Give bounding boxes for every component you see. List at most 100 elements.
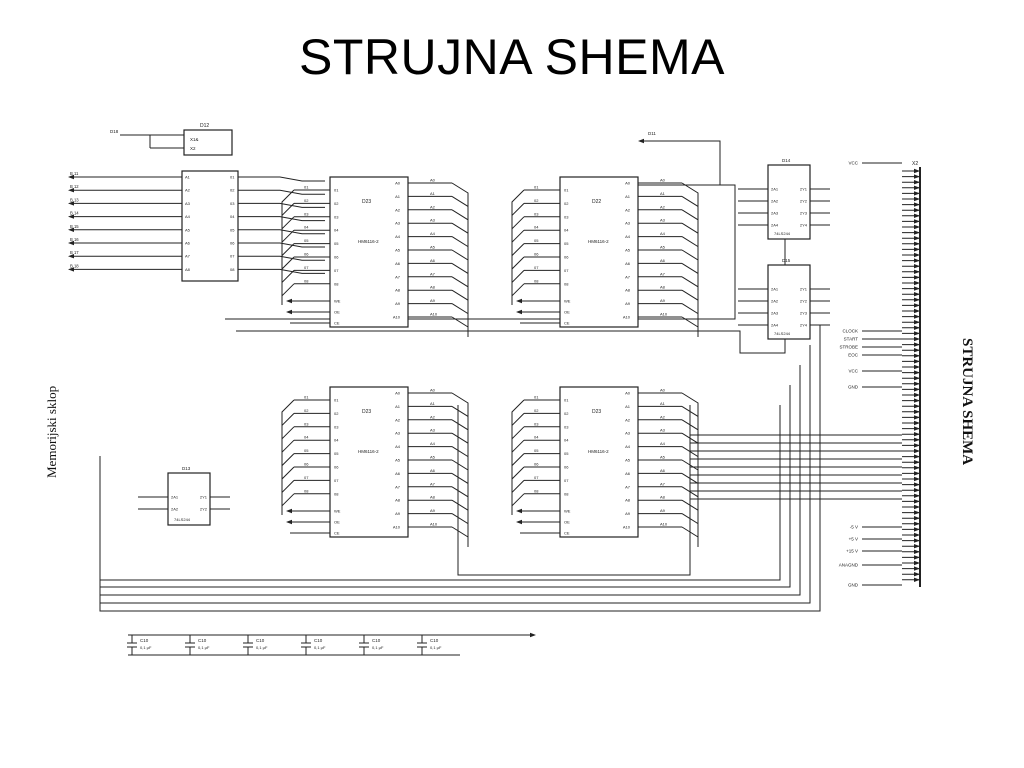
arrow-left-icon — [516, 309, 522, 315]
chip-part-label: 74LS244 — [774, 331, 791, 336]
arrow-right-icon — [914, 325, 920, 330]
chip-d12-gate — [183, 129, 233, 156]
arrow-right-icon — [914, 168, 920, 174]
address-label: A2 — [660, 414, 666, 419]
arrow-right-icon — [914, 331, 920, 336]
chip-part-label: 74LS244 — [174, 517, 191, 522]
chip-pin-label: A5 — [185, 227, 191, 232]
data-label: 03 — [534, 421, 539, 426]
bus-signal-label: B 18 — [70, 263, 79, 268]
chip-pin-label: 2Y4 — [800, 223, 808, 228]
arrow-right-icon — [914, 398, 920, 403]
address-label: A6 — [660, 468, 666, 473]
data-label: 06 — [304, 252, 309, 257]
arrow-right-icon — [914, 420, 920, 426]
control-bus-line — [225, 184, 736, 320]
bus-signal-label: B 14 — [70, 211, 79, 216]
arrow-right-icon — [914, 230, 920, 235]
chip-pin-label: OE — [334, 520, 340, 525]
chip-pin-label: 01 — [564, 398, 569, 403]
chip-pin-label: A10 — [623, 525, 631, 530]
bus-signal-label: B 11 — [70, 171, 79, 176]
arrow-right-icon — [914, 448, 920, 454]
chip-pin-label: 2A3 — [771, 211, 779, 216]
chip-pin-label: 01 — [230, 175, 235, 180]
arrow-right-icon — [914, 180, 920, 185]
address-label: A9 — [430, 508, 436, 513]
chip-pin-label: A2 — [625, 207, 631, 212]
chip-d12-buffer — [181, 170, 239, 282]
chip-pin-label: OE — [564, 310, 570, 315]
address-bus-line — [681, 316, 699, 337]
data-label: 04 — [534, 225, 539, 230]
connector-signal-label: VCC — [848, 369, 858, 374]
arrow-right-icon — [914, 185, 920, 190]
chip-pin-label: A5 — [395, 458, 401, 463]
chip-pin-label: A7 — [625, 274, 631, 279]
chip-pin-label: 04 — [230, 214, 235, 219]
chip-buffer-d14 — [767, 164, 811, 240]
chip-pin-label: X2 — [190, 146, 196, 151]
chip-pin-label: A7 — [395, 484, 401, 489]
chip-pin-label: A1 — [625, 404, 631, 409]
chip-part-label: 74LS244 — [774, 231, 791, 236]
chip-buffer-d15 — [767, 264, 811, 340]
chip-pin-label: A6 — [185, 241, 191, 246]
data-label: 01 — [304, 395, 309, 400]
chip-pin-label: A8 — [625, 288, 631, 293]
arrow-right-icon — [914, 516, 920, 521]
chip-part-label: HM6116-2 — [588, 449, 609, 454]
chip-pin-label: A7 — [395, 274, 401, 279]
chip-pin-label: 2A1 — [171, 495, 179, 500]
arrow-right-icon — [914, 572, 920, 577]
address-label: A8 — [660, 495, 666, 500]
chip-pin-label: A2 — [395, 417, 401, 422]
chip-pin-label: 07 — [564, 478, 569, 483]
chip-pin-label: 2Y2 — [800, 299, 808, 304]
chip-label: D23 — [362, 199, 371, 205]
chip-pin-label: WE — [564, 509, 571, 514]
address-label: A1 — [430, 401, 436, 406]
chip-pin-label: 2A4 — [771, 323, 779, 328]
arrow-right-icon — [914, 538, 920, 543]
bus-signal-label: B 13 — [70, 197, 79, 202]
arrow-right-icon — [914, 286, 920, 291]
arrow-right-icon — [914, 252, 920, 258]
chip-pin-label: A3 — [395, 221, 401, 226]
chip-pin-label: 03 — [334, 424, 339, 429]
chip-pin-label: A10 — [393, 525, 401, 530]
chip-pin-label: 2Y3 — [800, 211, 808, 216]
arrow-left-icon — [286, 298, 292, 304]
chip-pin-label: 07 — [230, 254, 235, 259]
address-label: A3 — [660, 428, 666, 433]
data-label: 03 — [534, 211, 539, 216]
address-label: A10 — [660, 312, 668, 317]
chip-label: D23 — [592, 409, 601, 415]
chip-memory-top-left — [329, 176, 409, 328]
chip-pin-label: 08 — [564, 281, 569, 286]
bus-signal-label: B 15 — [70, 224, 79, 229]
chip-pin-label: A4 — [625, 234, 631, 239]
chip-pin-label: A1 — [625, 194, 631, 199]
page-title: STRUJNA SHEMA — [298, 29, 725, 85]
address-label: A9 — [660, 298, 666, 303]
arrow-right-icon — [914, 247, 920, 252]
data-label: 08 — [304, 488, 309, 493]
bus-line-left-out — [238, 229, 325, 235]
address-bus-line — [451, 316, 469, 337]
chip-pin-label: 06 — [564, 465, 569, 470]
arrow-left-icon — [638, 138, 644, 144]
capacitor-label: C10 — [198, 638, 207, 643]
bus-line-left-out — [238, 255, 325, 261]
chip-pin-label: 02 — [334, 201, 339, 206]
arrow-right-icon — [530, 632, 536, 638]
chip-memory-top-right — [559, 176, 639, 328]
arrow-right-icon — [914, 482, 920, 487]
chip-pin-label: 08 — [334, 281, 339, 286]
chip-pin-label: A1 — [395, 194, 401, 199]
chip-pin-label: 03 — [230, 201, 235, 206]
chip-label: D22 — [592, 199, 601, 205]
data-bus-line — [281, 493, 295, 515]
arrow-right-icon — [914, 236, 920, 241]
arrow-right-icon — [914, 432, 920, 437]
